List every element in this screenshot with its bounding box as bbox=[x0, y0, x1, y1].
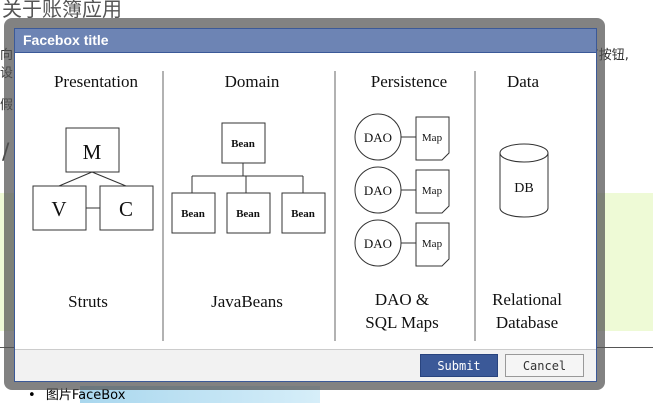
map-document bbox=[415, 116, 450, 161]
image-strip bbox=[80, 386, 320, 403]
bean-box bbox=[281, 192, 326, 234]
mvc-v-label: V bbox=[51, 197, 66, 221]
bean-label: Bean bbox=[236, 208, 260, 220]
bean-box bbox=[226, 192, 271, 234]
map-document bbox=[415, 169, 450, 214]
dao-label: DAO bbox=[364, 236, 392, 251]
bean-root-box bbox=[221, 122, 266, 164]
map-label: Map bbox=[422, 238, 443, 250]
facebox-title: Facebox title bbox=[15, 29, 596, 53]
list-item: 图片FaceBox bbox=[28, 384, 126, 403]
mvc-connector bbox=[58, 171, 93, 187]
map-label: Map bbox=[422, 132, 443, 144]
column-footer-struts: Struts bbox=[68, 292, 108, 311]
map-label: Map bbox=[422, 185, 443, 197]
mvc-m-label: M bbox=[83, 140, 102, 164]
database-cylinder: DB bbox=[499, 143, 549, 218]
dao-map-row: DAO Map bbox=[354, 166, 450, 214]
dao-label: DAO bbox=[364, 130, 392, 145]
page-heading: 关于账簿应用 bbox=[2, 0, 122, 21]
column-footer-javabeans: JavaBeans bbox=[211, 292, 283, 311]
facebox-dialog: Facebox title Presentation Domain Persis… bbox=[14, 28, 597, 382]
column-footer-data-line2: Database bbox=[496, 313, 558, 332]
bean-label: Bean bbox=[291, 208, 315, 220]
facebox-content: Presentation Domain Persistence Data M V… bbox=[15, 53, 596, 349]
column-footer-data-line1: Relational bbox=[492, 290, 562, 309]
column-footer-dao-line1: DAO & bbox=[375, 290, 429, 309]
dao-map-row: DAO Map bbox=[354, 219, 450, 267]
list-item-label: 图片 bbox=[45, 388, 72, 403]
mvc-connector bbox=[91, 171, 127, 187]
column-header-data: Data bbox=[507, 72, 540, 91]
mvc-m-box bbox=[65, 127, 120, 173]
map-document bbox=[415, 222, 450, 267]
dao-map-row: DAO Map bbox=[354, 113, 450, 161]
submit-button[interactable]: Submit bbox=[420, 354, 498, 377]
dao-label: DAO bbox=[364, 183, 392, 198]
column-header-domain: Domain bbox=[225, 72, 280, 91]
mvc-c-label: C bbox=[119, 197, 133, 221]
bean-label: Bean bbox=[231, 138, 255, 150]
column-header-presentation: Presentation bbox=[54, 72, 139, 91]
mvc-v-box bbox=[32, 185, 87, 231]
column-footer-dao-line2: SQL Maps bbox=[365, 313, 439, 332]
architecture-diagram: Presentation Domain Persistence Data M V… bbox=[32, 71, 562, 341]
column-header-persistence: Persistence bbox=[371, 72, 447, 91]
db-label: DB bbox=[514, 181, 533, 196]
bean-box bbox=[171, 192, 216, 234]
facebox-link[interactable]: FaceBox bbox=[71, 388, 126, 403]
bean-label: Bean bbox=[181, 208, 205, 220]
cancel-button[interactable]: Cancel bbox=[505, 354, 584, 377]
facebox-footer: Submit Cancel bbox=[15, 349, 596, 381]
